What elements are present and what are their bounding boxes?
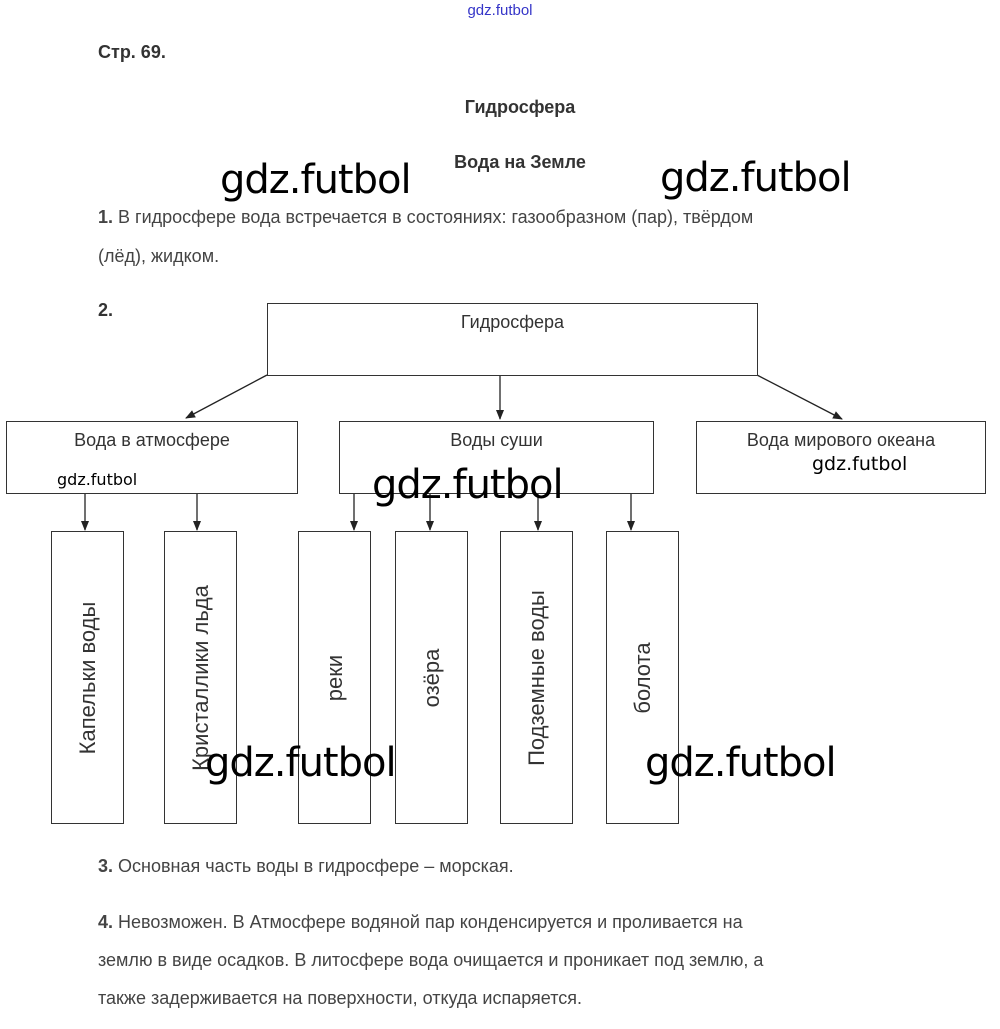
node-label: Вода мирового океана bbox=[746, 430, 936, 450]
node-atmosphere-water: Вода в атмосфере bbox=[6, 421, 298, 494]
answer-1-number: 1. bbox=[98, 207, 114, 227]
node-groundwater: Подземные воды bbox=[500, 531, 573, 824]
node-water-droplets: Капельки воды bbox=[51, 531, 124, 824]
node-hydrosphere: Гидросфера bbox=[267, 303, 758, 376]
arrow-root-ocean bbox=[756, 374, 843, 420]
answer-1-line-1: 1. В гидросфере вода встречается в состо… bbox=[98, 207, 753, 228]
watermark: gdz.futbol bbox=[205, 740, 397, 786]
node-rivers: реки bbox=[298, 531, 371, 824]
node-label: Капельки воды bbox=[74, 601, 100, 754]
answer-3: 3. Основная часть воды в гидросфере – мо… bbox=[98, 856, 514, 877]
answer-4-line-2: землю в виде осадков. В литосфере вода о… bbox=[98, 950, 764, 970]
node-swamps: болота bbox=[606, 531, 679, 824]
node-lakes: озёра bbox=[395, 531, 468, 824]
answer-4-number: 4. bbox=[98, 912, 114, 932]
answer-4-text: Невозможен. В Атмосфере водяной пар конд… bbox=[113, 912, 743, 932]
answer-1-line-2: (лёд), жидком. bbox=[98, 246, 220, 266]
node-label: Гидросфера bbox=[460, 312, 565, 332]
arrow-root-atmosphere bbox=[185, 374, 268, 419]
node-label: реки bbox=[321, 654, 347, 701]
answer-3-number: 3. bbox=[98, 856, 114, 876]
node-label: озёра bbox=[418, 648, 444, 707]
node-label: Воды суши bbox=[450, 430, 543, 450]
watermark: gdz.futbol bbox=[812, 453, 908, 475]
section-subtitle: Вода на Земле bbox=[454, 152, 586, 172]
answer-3-text: Основная часть воды в гидросфере – морск… bbox=[113, 856, 514, 876]
watermark: gdz.futbol bbox=[372, 462, 564, 508]
answer-1-text: В гидросфере вода встречается в состояни… bbox=[113, 207, 754, 227]
node-label: болота bbox=[629, 641, 655, 714]
node-ocean-water: Вода мирового океана bbox=[696, 421, 986, 494]
watermark: gdz.futbol bbox=[660, 155, 852, 201]
node-label: Вода в атмосфере bbox=[74, 430, 230, 450]
answer-4-line-1: 4. Невозможен. В Атмосфере водяной пар к… bbox=[98, 912, 743, 933]
page-label: Стр. 69. bbox=[98, 42, 166, 62]
watermark: gdz.futbol bbox=[57, 470, 138, 489]
watermark: gdz.futbol bbox=[220, 157, 412, 203]
answer-2-number: 2. bbox=[98, 300, 114, 320]
watermark: gdz.futbol bbox=[645, 740, 837, 786]
node-land-water: Воды суши bbox=[339, 421, 654, 494]
watermark-top[interactable]: gdz.futbol bbox=[467, 2, 533, 19]
node-label: Подземные воды bbox=[523, 589, 549, 766]
answer-4-line-3: также задерживается на поверхности, отку… bbox=[98, 988, 583, 1008]
section-title: Гидросфера bbox=[464, 97, 576, 117]
node-ice-crystals: Кристаллики льда bbox=[164, 531, 237, 824]
